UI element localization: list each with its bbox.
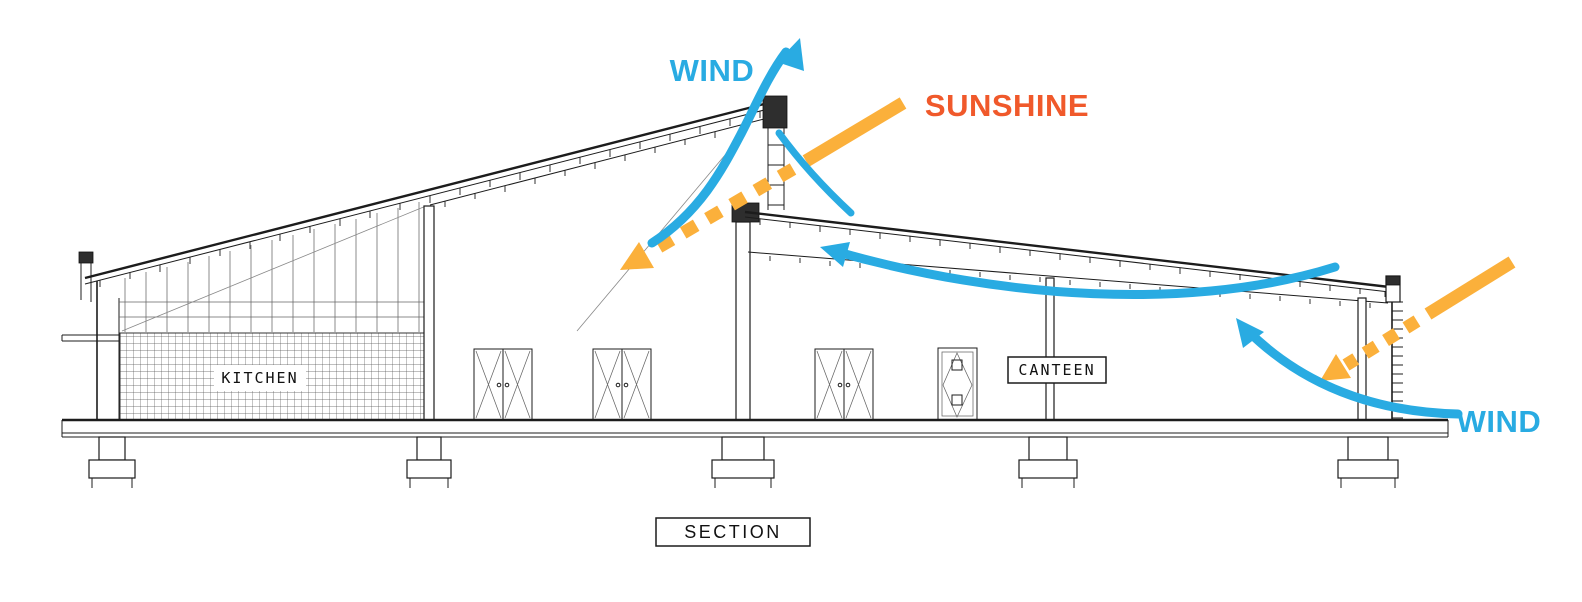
wind-arrows	[647, 38, 1463, 419]
pier-3	[711, 436, 775, 488]
wind-right-swoosh	[1243, 326, 1463, 419]
canteen-label: CANTEEN	[1018, 361, 1095, 379]
wind-up-arrow-main	[647, 47, 791, 248]
wind-top-label: WIND	[670, 53, 755, 88]
wind-right-swoosh-head	[1236, 318, 1264, 348]
right-building: CANTEEN	[744, 210, 1403, 421]
left-gutter-cap	[78, 251, 94, 264]
left-ceiling-line	[429, 117, 769, 206]
left-shelf	[61, 334, 119, 342]
right-fascia-cap	[1385, 275, 1401, 286]
sun-arrow-top-solid	[802, 97, 907, 167]
single-door	[937, 347, 978, 421]
section-title-box	[655, 517, 811, 547]
sunshine-arrows	[620, 97, 1516, 381]
double-door-3	[814, 348, 874, 421]
section-title: SECTION	[655, 517, 811, 547]
left-roof-lower-chord	[84, 107, 773, 285]
left-roof-top-chord	[84, 100, 773, 280]
left-ceiling-ticks	[444, 124, 746, 207]
sun-arrow-top-head	[620, 242, 654, 270]
left-building: KITCHEN	[61, 100, 773, 421]
sun-arrow-right-head	[1320, 354, 1351, 381]
pier-1	[88, 436, 136, 488]
double-door-1	[473, 348, 533, 421]
pier-4	[1018, 436, 1078, 488]
kitchen-column	[423, 205, 435, 421]
kitchen-panel-studs	[124, 202, 420, 332]
left-gutter-lines	[80, 263, 92, 302]
wind-up-arrow-strand	[775, 129, 855, 217]
canteen-label-box	[1007, 356, 1107, 384]
right-louver-ticks	[1392, 301, 1403, 419]
left-diagonal-brace	[121, 205, 427, 332]
wind-up-arrow-head	[777, 38, 804, 71]
pier-2	[406, 436, 452, 488]
pier-5	[1337, 436, 1399, 488]
floor-slab-lines	[61, 420, 1449, 438]
sunshine-label: SUNSHINE	[925, 88, 1089, 123]
wind-interior-swoosh	[833, 247, 1340, 299]
ridge-fascia-block	[762, 95, 788, 129]
sun-arrow-right-solid	[1424, 256, 1516, 320]
sun-arrow-right-dashed	[1342, 315, 1421, 371]
wind-right-label: WIND	[1457, 404, 1542, 439]
floor-and-foundations	[61, 418, 1449, 488]
right-mid-column	[1045, 277, 1055, 421]
center-column	[735, 221, 751, 421]
kitchen-label-mask	[214, 365, 306, 391]
sun-arrow-top-dashed	[648, 163, 797, 257]
double-door-2	[592, 348, 652, 421]
wind-interior-swoosh-head	[820, 242, 850, 267]
doors	[473, 347, 978, 421]
section-title-label: SECTION	[684, 522, 782, 542]
kitchen-label: KITCHEN	[221, 369, 298, 387]
left-roof-batten-ticks	[99, 111, 761, 287]
